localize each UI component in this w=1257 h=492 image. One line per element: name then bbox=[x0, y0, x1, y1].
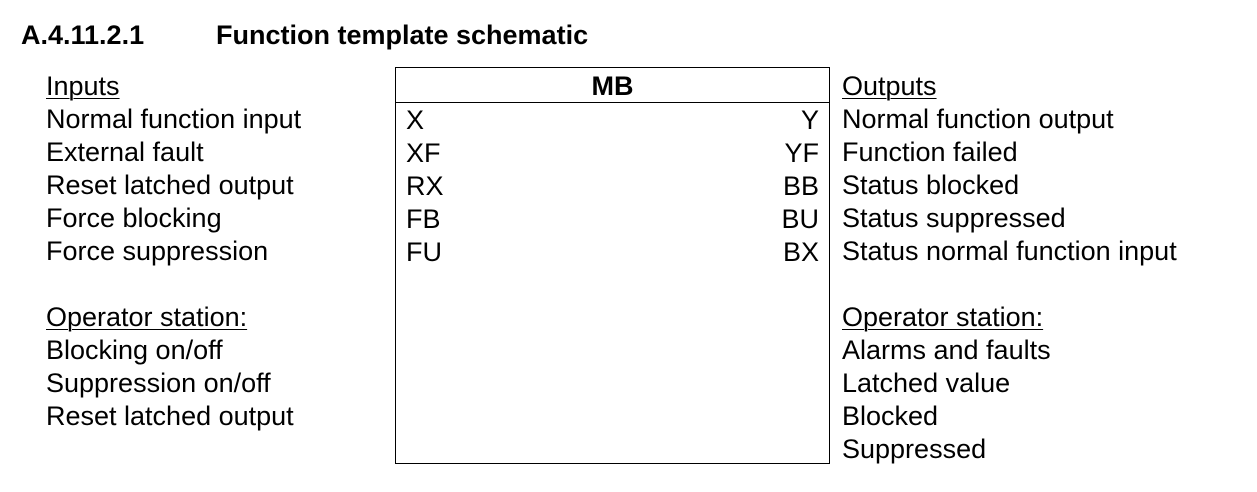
section-title: Function template schematic bbox=[216, 20, 589, 50]
input-label-x: Normal function input bbox=[46, 104, 302, 134]
inputs-operator-item: Blocking on/off bbox=[46, 335, 223, 365]
input-label-fb: Force blocking bbox=[46, 203, 222, 233]
inputs-operator-header: Operator station: bbox=[46, 302, 248, 332]
input-port-rx: RX bbox=[406, 171, 444, 201]
input-port-fb: FB bbox=[406, 204, 441, 234]
output-port-bx: BX bbox=[782, 237, 819, 267]
outputs-operator-header: Operator station: bbox=[842, 302, 1044, 332]
outputs-gap bbox=[842, 268, 1177, 301]
outputs-operator-item: Alarms and faults bbox=[842, 335, 1051, 365]
input-label-fu: Force suppression bbox=[46, 236, 269, 266]
input-port-xf: XF bbox=[406, 138, 441, 168]
output-port-bu: BU bbox=[781, 204, 819, 234]
outputs-header: Outputs bbox=[842, 71, 937, 101]
output-label-bb: Status blocked bbox=[842, 170, 1020, 200]
output-label-bu: Status suppressed bbox=[842, 203, 1066, 233]
inputs-header: Inputs bbox=[46, 71, 120, 101]
function-block-mb: MB X XF RX FB FU Y YF BB BU BX bbox=[395, 67, 830, 464]
output-label-y: Normal function output bbox=[842, 104, 1114, 134]
section-heading: A.4.11.2.1 Function template schematic bbox=[21, 18, 588, 52]
input-label-rx: Reset latched output bbox=[46, 170, 294, 200]
input-ports: X XF RX FB FU bbox=[406, 104, 444, 269]
output-port-y: Y bbox=[800, 105, 819, 135]
outputs-operator-item: Latched value bbox=[842, 368, 1011, 398]
inputs-operator-item: Suppression on/off bbox=[46, 368, 271, 398]
output-ports: Y YF BB BU BX bbox=[781, 104, 819, 269]
inputs-gap bbox=[46, 268, 301, 301]
outputs-column: Outputs Normal function output Function … bbox=[842, 70, 1177, 466]
outputs-operator-item: Blocked bbox=[842, 401, 939, 431]
output-port-bb: BB bbox=[782, 171, 819, 201]
output-port-yf: YF bbox=[784, 138, 819, 168]
function-block-title: MB bbox=[396, 68, 829, 103]
input-label-xf: External fault bbox=[46, 137, 204, 167]
inputs-operator-item: Reset latched output bbox=[46, 401, 294, 431]
output-label-bx: Status normal function input bbox=[842, 236, 1177, 266]
section-number: A.4.11.2.1 bbox=[21, 20, 145, 50]
output-label-yf: Function failed bbox=[842, 137, 1018, 167]
inputs-column: Inputs Normal function input External fa… bbox=[46, 70, 301, 433]
outputs-operator-item: Suppressed bbox=[842, 434, 987, 464]
input-port-fu: FU bbox=[406, 237, 442, 267]
input-port-x: X bbox=[406, 105, 425, 135]
